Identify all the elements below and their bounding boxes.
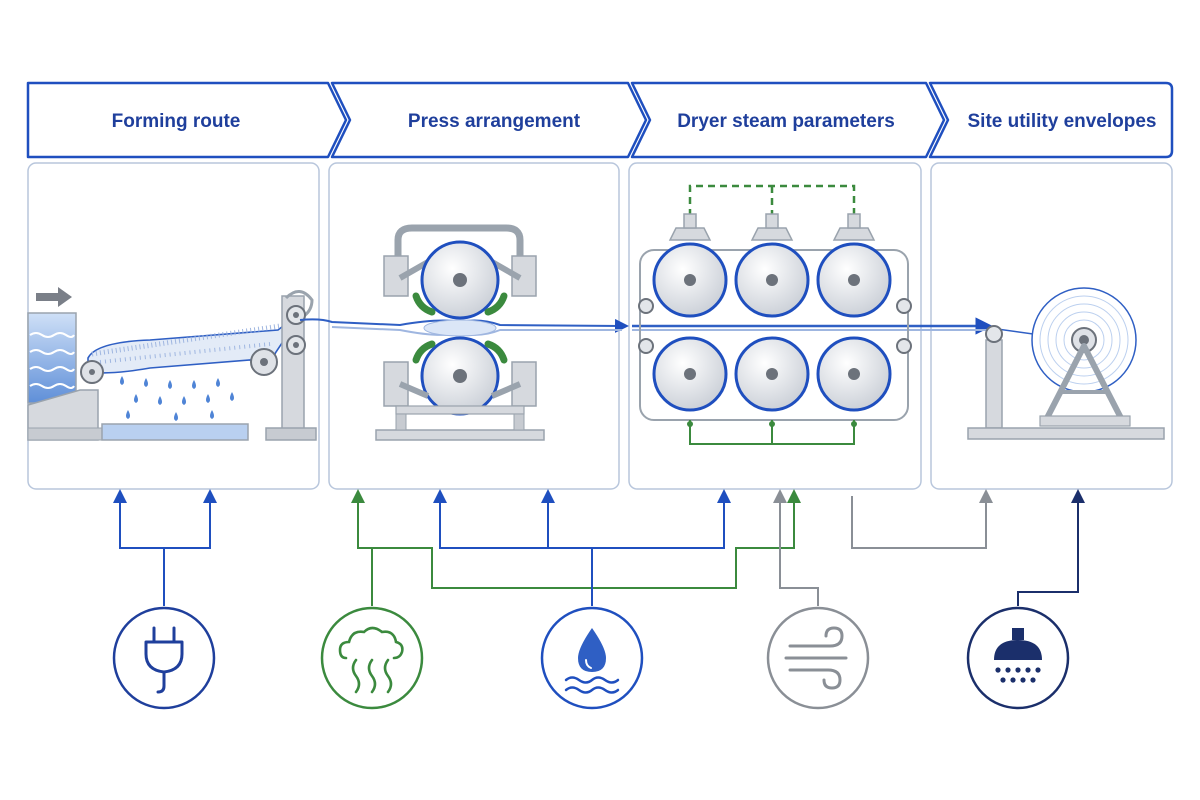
steam-supply-header <box>688 184 856 216</box>
reel-section-illustration <box>967 287 1165 440</box>
white-water-tray <box>101 423 249 441</box>
utility-connector-lines <box>113 489 1085 606</box>
dryer-cylinders-top <box>652 242 892 318</box>
forming-section-illustration <box>27 287 317 441</box>
stage-header-forming: Forming route <box>26 81 348 159</box>
utility-icons <box>112 606 1070 710</box>
power-plug-icon <box>112 606 216 710</box>
steam-icon <box>320 606 424 710</box>
wind-icon <box>766 606 870 710</box>
stage-title-utility: Site utility envelopes <box>968 111 1157 132</box>
couch-frame <box>265 290 317 441</box>
stage-header-utility: Site utility envelopes <box>928 81 1174 159</box>
stage-title-forming: Forming route <box>112 111 241 132</box>
stage-title-dryer: Dryer steam parameters <box>677 111 895 132</box>
drainage-drops <box>120 376 234 421</box>
dryer-section-illustration <box>638 184 912 445</box>
flow-in-arrow-icon <box>36 287 72 307</box>
stage-header-press: Press arrangement <box>330 81 648 159</box>
dryer-cylinders-bottom <box>652 336 892 412</box>
press-section-illustration <box>375 224 545 441</box>
shower-icon <box>966 606 1070 710</box>
stage-title-press: Press arrangement <box>408 111 581 132</box>
water-drop-icon <box>540 606 644 710</box>
headbox-tank <box>27 312 77 404</box>
stage-header-row: Forming route Press arrangement Dryer st… <box>26 81 1174 159</box>
stage-header-dryer: Dryer steam parameters <box>630 81 946 159</box>
